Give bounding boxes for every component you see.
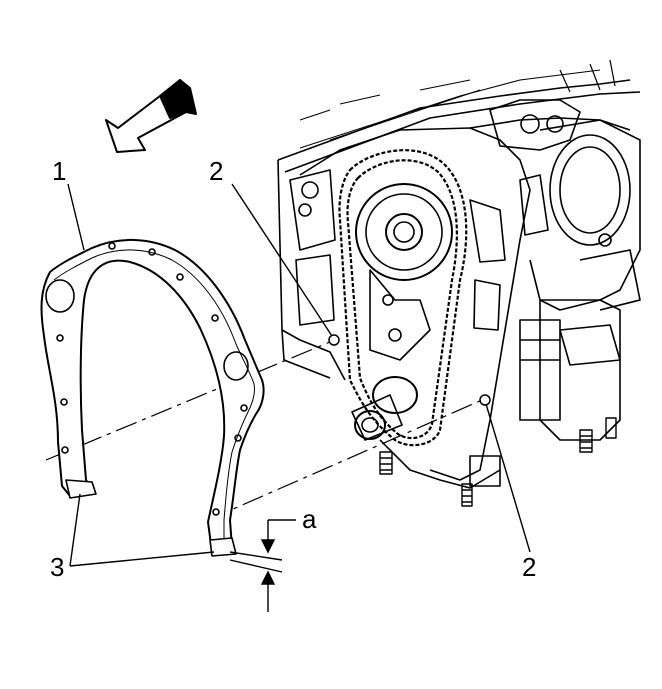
leader-lines xyxy=(67,183,531,567)
callout-2-lower-dowel: 2 xyxy=(522,552,536,582)
engine-block xyxy=(277,59,641,507)
dowel-pin-upper xyxy=(328,334,340,346)
callout-a-dimension: a xyxy=(302,504,317,534)
dimension-a xyxy=(229,519,296,612)
callout-3-gasket-tabs: 3 xyxy=(50,552,64,582)
direction-arrow-icon xyxy=(105,79,197,153)
dowel-pin-lower xyxy=(479,394,491,406)
alignment-lines xyxy=(45,341,483,521)
callout-2-upper-dowel: 2 xyxy=(209,156,223,186)
callout-1-gasket: 1 xyxy=(52,156,66,186)
front-cover-gasket xyxy=(40,239,265,557)
